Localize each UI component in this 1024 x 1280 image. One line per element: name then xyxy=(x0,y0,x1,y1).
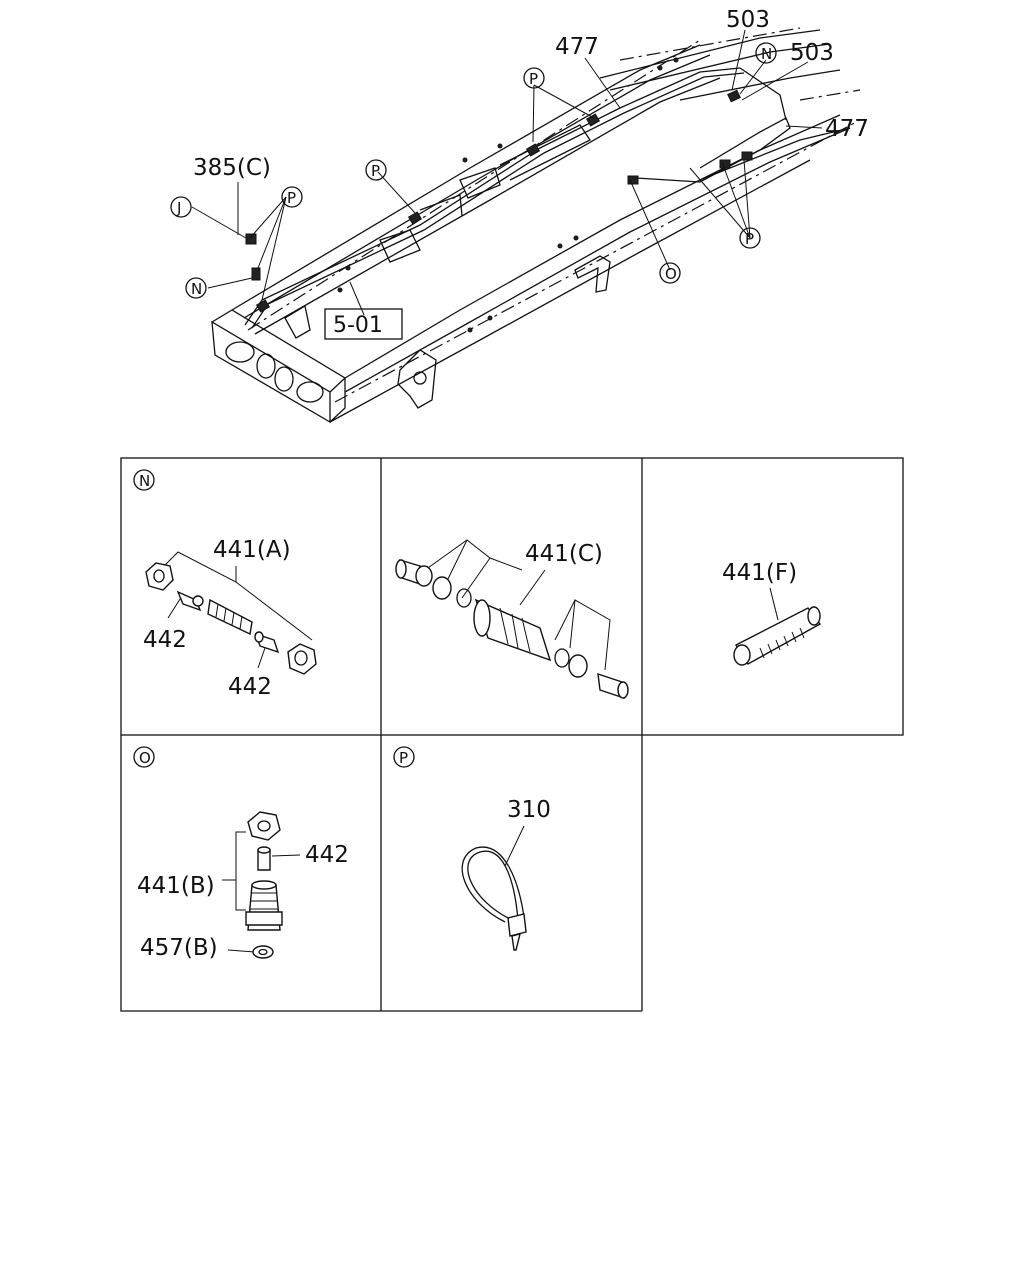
union-part-o xyxy=(245,880,283,931)
overview-labels: 503 503 477 477 385(C) 5-01 P P P P N N xyxy=(170,7,869,340)
sleeve-part xyxy=(176,590,204,612)
svg-text:P: P xyxy=(745,230,754,248)
sleeve-part-2 xyxy=(254,631,280,654)
nut-part xyxy=(145,562,174,591)
sleeve-part-o xyxy=(257,846,271,871)
label-442-a: 442 xyxy=(143,627,187,653)
nut-part-2 xyxy=(287,643,317,675)
coupler-body xyxy=(473,598,552,662)
label-503-top: 503 xyxy=(726,7,770,33)
overview-leaders xyxy=(191,29,823,316)
panel-n-cell-3: 441(F) xyxy=(722,560,822,666)
callout-j: J xyxy=(170,196,192,218)
label-477-top: 477 xyxy=(555,34,599,60)
fitting-end-right xyxy=(597,672,629,700)
label-442-o: 442 xyxy=(305,842,349,868)
svg-text:O: O xyxy=(665,265,677,283)
svg-text:P: P xyxy=(287,189,296,207)
label-441c: 441(C) xyxy=(525,541,603,567)
chassis-frame xyxy=(211,27,861,424)
label-442-b: 442 xyxy=(228,674,272,700)
callout-n-left: N xyxy=(185,277,207,299)
ref-5-01: 5-01 xyxy=(333,313,383,338)
svg-text:O: O xyxy=(139,749,151,767)
svg-text:P: P xyxy=(399,749,408,767)
svg-text:J: J xyxy=(176,199,181,217)
label-310: 310 xyxy=(507,797,551,823)
svg-text:N: N xyxy=(761,45,772,63)
panel-o: O 442 441(B) 457(B) xyxy=(133,746,349,961)
callout-p-top: P xyxy=(523,67,545,89)
label-477-right: 477 xyxy=(825,116,869,142)
callout-o: O xyxy=(659,262,681,284)
union-part xyxy=(207,598,253,636)
panel-p: P 310 xyxy=(393,746,551,951)
detail-grid xyxy=(120,457,904,1012)
callout-o-detail: O xyxy=(133,746,155,768)
callout-p-detail: P xyxy=(393,746,415,768)
callout-p-right: P xyxy=(739,227,761,249)
label-441a: 441(A) xyxy=(213,537,291,563)
label-441b: 441(B) xyxy=(137,873,215,899)
callout-p-left: P xyxy=(281,186,303,208)
svg-text:N: N xyxy=(191,280,202,298)
svg-text:N: N xyxy=(139,472,150,490)
callout-n-detail: N xyxy=(133,469,155,491)
nut-part-o xyxy=(247,811,281,841)
cable-tie-part xyxy=(461,846,527,951)
grommet-right xyxy=(554,648,588,678)
grommet-left xyxy=(415,565,472,608)
svg-text:P: P xyxy=(529,70,538,88)
panel-n-cell-1: N 441(A) 442 442 xyxy=(133,469,317,700)
panel-n-cell-2: 441(C) xyxy=(395,539,629,700)
label-503-right: 503 xyxy=(790,40,834,66)
ref-box-5-01 xyxy=(324,308,403,340)
callout-n-top: N xyxy=(755,42,777,64)
label-385c: 385(C) xyxy=(193,155,271,181)
hose-protector-part xyxy=(733,606,822,666)
svg-text:P: P xyxy=(371,162,380,180)
washer-part-o xyxy=(252,945,274,959)
label-441f: 441(F) xyxy=(722,560,797,586)
label-457b: 457(B) xyxy=(140,935,218,961)
callout-p-mid: P xyxy=(365,159,387,181)
